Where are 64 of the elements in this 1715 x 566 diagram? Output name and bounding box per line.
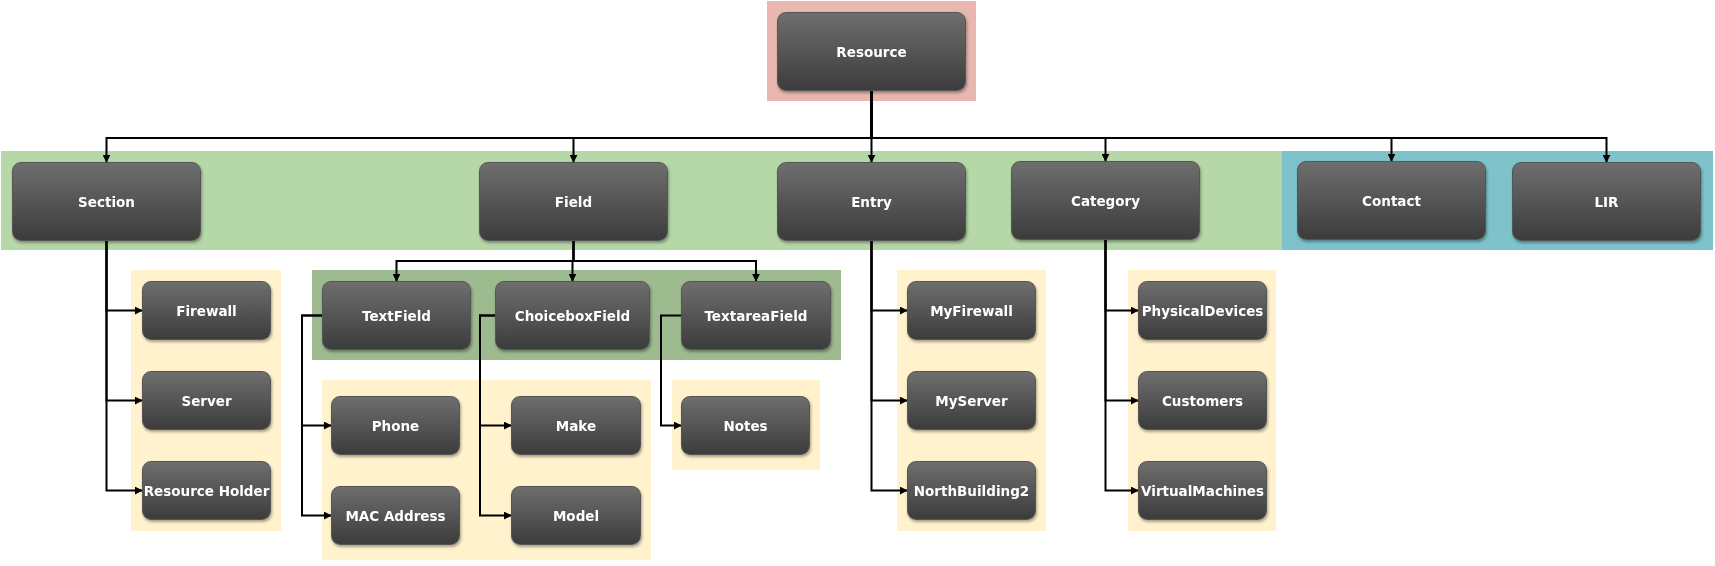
group-band <box>1128 270 1276 531</box>
entity-box <box>777 162 966 241</box>
node-label: Resource Holder <box>143 482 270 499</box>
node-label: Customers <box>1161 392 1244 409</box>
connector-arrow <box>660 314 682 430</box>
connector-arrow <box>301 314 332 520</box>
connector-arrow <box>479 314 512 520</box>
entity-box <box>479 162 668 241</box>
node-label: Server <box>181 392 232 409</box>
entity-box <box>907 371 1036 430</box>
connector-arrow <box>105 240 143 495</box>
group-band <box>322 380 651 560</box>
node-label: PhysicalDevices <box>1141 302 1264 319</box>
entity-box <box>142 461 271 520</box>
entity-box <box>1138 281 1267 340</box>
entity-box <box>1297 161 1486 240</box>
node-label: Firewall <box>176 302 237 319</box>
node-label: Make <box>555 417 597 434</box>
group-band <box>672 380 820 470</box>
entity-box <box>495 281 650 350</box>
node-label: Model <box>552 507 600 524</box>
node-label: LIR <box>1594 193 1619 210</box>
entity-box <box>681 281 831 350</box>
group-band <box>897 270 1046 531</box>
group-band <box>131 270 281 531</box>
entity-box <box>511 486 641 545</box>
entity-box <box>681 396 810 455</box>
node-label: MAC Address <box>345 507 446 524</box>
node-label: Notes <box>723 417 768 434</box>
entity-box <box>331 396 460 455</box>
entity-box <box>1512 162 1701 241</box>
entity-box <box>511 396 641 455</box>
entity-box <box>142 281 271 340</box>
connector-arrow <box>1104 239 1139 495</box>
node-label: MyFirewall <box>930 302 1013 319</box>
node-label: Category <box>1071 192 1140 209</box>
entity-box <box>777 12 966 91</box>
entity-box <box>322 281 471 350</box>
entity-box <box>331 486 460 545</box>
node-label: Contact <box>1362 192 1421 209</box>
connector-arrow <box>870 240 908 495</box>
node-label: TextField <box>362 307 431 324</box>
node-label: Entry <box>851 193 892 210</box>
connector-arrow <box>572 240 760 282</box>
node-label: TextareaField <box>704 307 808 324</box>
node-label: Resource <box>836 43 907 60</box>
entity-box <box>12 162 201 241</box>
entity-box <box>142 371 271 430</box>
entity-box <box>1011 161 1200 240</box>
entity-box <box>1138 461 1267 520</box>
group-band <box>312 270 841 360</box>
group-band <box>767 1 976 101</box>
node-label: Field <box>554 193 593 210</box>
group-band <box>1282 151 1713 250</box>
node-label: VirtualMachines <box>1141 482 1264 499</box>
entity-box <box>907 281 1036 340</box>
node-label: ChoiceboxField <box>514 307 631 324</box>
node-label: MyServer <box>935 392 1008 409</box>
entity-box <box>1138 371 1267 430</box>
node-label: NorthBuilding2 <box>913 482 1030 499</box>
group-band <box>1 151 1282 250</box>
node-label: Section <box>78 193 135 210</box>
entity-box <box>907 461 1036 520</box>
node-label: Phone <box>371 417 420 434</box>
